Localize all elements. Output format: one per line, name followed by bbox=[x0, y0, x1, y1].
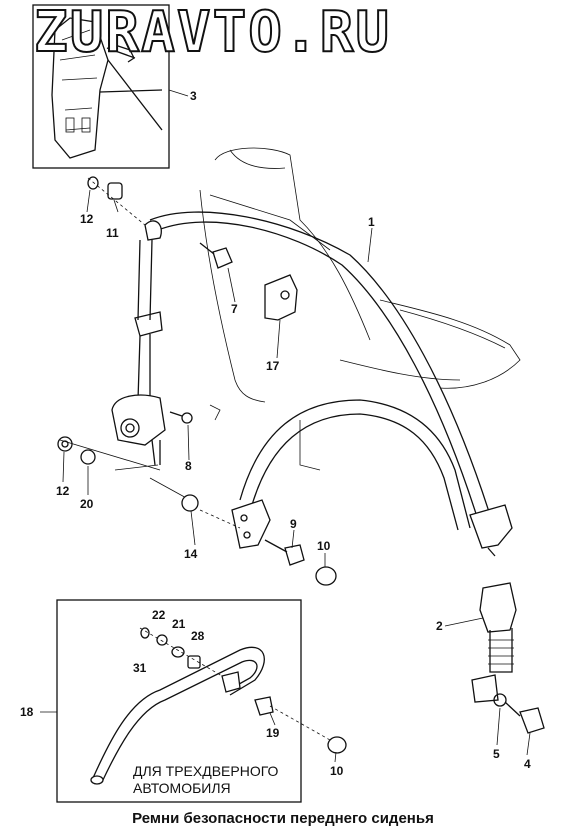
callout-8: 8 bbox=[185, 459, 192, 473]
seat bbox=[199, 147, 521, 471]
callout-31: 31 bbox=[133, 661, 147, 675]
callout-4: 4 bbox=[524, 757, 531, 771]
lower-anchor-plate bbox=[231, 499, 271, 549]
note-line-2: АВТОМОБИЛЯ bbox=[133, 780, 231, 796]
note-line-1: ДЛЯ ТРЕХДВЕРНОГО bbox=[133, 763, 279, 779]
seat-belt-webbing bbox=[149, 211, 513, 557]
callout-12-lower: 12 bbox=[56, 484, 70, 498]
small-parts bbox=[57, 176, 337, 586]
anchor-plate-detail bbox=[51, 17, 163, 159]
callout-21: 21 bbox=[172, 617, 186, 631]
callout-3: 3 bbox=[190, 89, 197, 103]
detail-box-3 bbox=[32, 4, 170, 169]
three-door-note: ДЛЯ ТРЕХДВЕРНОГО АВТОМОБИЛЯ bbox=[133, 763, 278, 797]
watermark: ZURAVTO.RU bbox=[33, 0, 392, 66]
callout-17: 17 bbox=[266, 359, 280, 373]
leader-lines bbox=[62, 189, 531, 763]
buckle-assembly bbox=[471, 582, 545, 734]
trim-cover bbox=[264, 274, 298, 321]
callout-14: 14 bbox=[184, 547, 198, 561]
callout-9: 9 bbox=[290, 517, 297, 531]
callout-5: 5 bbox=[493, 747, 500, 761]
callout-11: 11 bbox=[106, 226, 119, 240]
callout-7: 7 bbox=[231, 302, 238, 316]
callout-28: 28 bbox=[191, 629, 205, 643]
cap-10-lower bbox=[327, 736, 347, 754]
callout-1: 1 bbox=[368, 215, 375, 229]
three-door-rod bbox=[90, 627, 331, 785]
callout-10-upper: 10 bbox=[317, 539, 331, 553]
detail-box-three-door bbox=[56, 599, 302, 803]
callout-12-upper: 12 bbox=[80, 212, 94, 226]
retractor bbox=[111, 220, 166, 466]
callout-10-lower: 10 bbox=[330, 764, 344, 778]
callout-19: 19 bbox=[266, 726, 280, 740]
callout-20: 20 bbox=[80, 497, 94, 511]
figure-caption: Ремни безопасности переднего сиденья bbox=[132, 810, 434, 827]
callout-22: 22 bbox=[152, 608, 166, 622]
callout-2: 2 bbox=[436, 619, 443, 633]
callout-18: 18 bbox=[20, 705, 34, 719]
